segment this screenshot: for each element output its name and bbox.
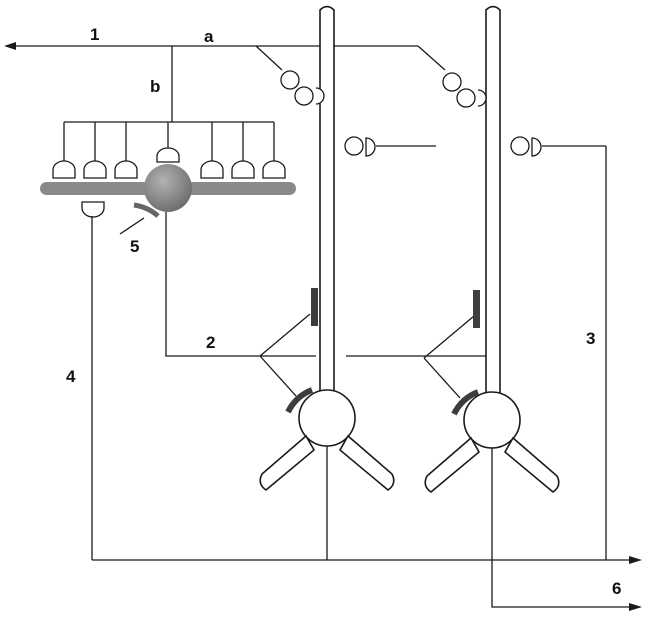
label-1: 1 <box>90 25 99 44</box>
label-a: a <box>204 27 214 46</box>
projection-neuron-1 <box>259 5 395 491</box>
projection-neuron-2 <box>424 5 560 493</box>
neuron-1-synapses <box>280 70 436 414</box>
output-arrow-lower <box>629 603 642 611</box>
label-3: 3 <box>586 329 595 348</box>
label-2: 2 <box>206 333 215 352</box>
output-arrow-upper <box>629 556 642 564</box>
label-5: 5 <box>130 237 139 256</box>
label-b: b <box>150 77 160 96</box>
label-6: 6 <box>612 579 621 598</box>
input-arrow-left <box>4 42 16 50</box>
horizontal-grey-cell <box>40 164 296 212</box>
input-fiber <box>4 42 446 122</box>
label-4: 4 <box>66 367 76 386</box>
fiber-4 <box>81 201 105 560</box>
synapse-5 <box>119 202 160 235</box>
output-fiber-6 <box>92 446 642 611</box>
fiber-2 <box>165 212 488 399</box>
neuron-2-synapses <box>442 72 607 560</box>
presynaptic-boutons-top <box>52 147 286 179</box>
dendrite-comb <box>63 121 275 162</box>
